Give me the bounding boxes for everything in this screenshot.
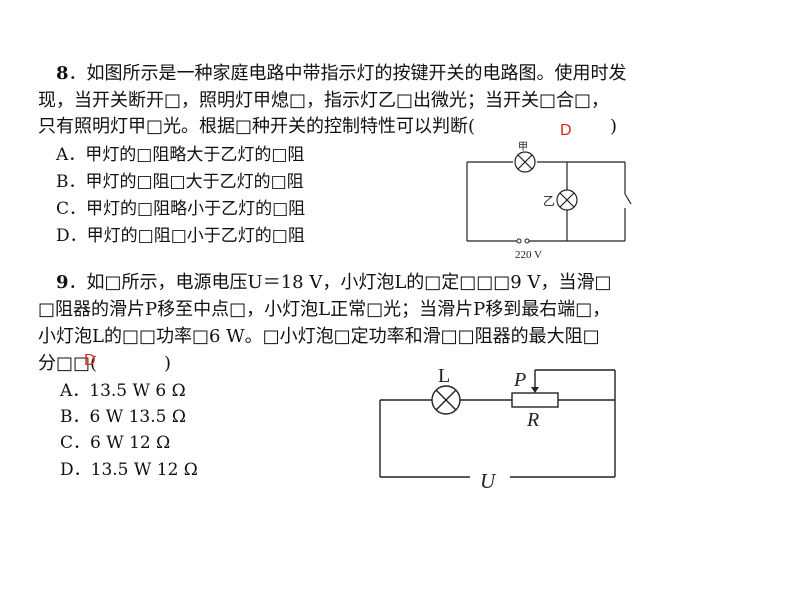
q9-option-c: C．6 W 12 Ω bbox=[60, 433, 171, 453]
q8-label-yi: 乙 bbox=[543, 194, 555, 208]
q8-option-b: B．甲灯的□阻□大于乙灯的□阻 bbox=[56, 172, 304, 192]
q9-text-1: ．如□所示，电源电压U＝18 V，小灯泡L的□定□□□9 V，当滑□ bbox=[68, 272, 612, 293]
q8-text-1: ．如图所示是一种家庭电路中带指示灯的按键开关的电路图。使用时发 bbox=[68, 63, 627, 84]
q9-line-1: 9．如□所示，电源电压U＝18 V，小灯泡L的□定□□□9 V，当滑□ bbox=[56, 272, 612, 294]
q9-circuit-diagram: L P R U bbox=[379, 365, 616, 493]
terminal-right-icon bbox=[524, 238, 530, 244]
q8-option-d: D．甲灯的□阻□小于乙灯的□阻 bbox=[56, 226, 305, 246]
q8-line-1: 8．如图所示是一种家庭电路中带指示灯的按键开关的电路图。使用时发 bbox=[56, 63, 627, 85]
q9-line-4: 分□□( bbox=[38, 353, 97, 375]
q8-answer: D bbox=[560, 122, 572, 139]
q8-paren-close: ) bbox=[610, 116, 618, 137]
q8-number: 8 bbox=[56, 63, 69, 84]
rheostat-resistor-icon bbox=[511, 392, 559, 408]
q9-number: 9 bbox=[56, 272, 69, 293]
q9-line-3: 小灯泡L的□□功率□6 W。□小灯泡□定功率和滑□□阻器的最大阻□ bbox=[38, 326, 600, 347]
q9-paren-close: ) bbox=[164, 353, 172, 374]
lamp-l-icon bbox=[431, 385, 461, 415]
q8-label-voltage: 220 V bbox=[515, 249, 542, 261]
q9-option-a: A．13.5 W 6 Ω bbox=[60, 381, 186, 401]
q9-answer: D bbox=[84, 352, 96, 369]
q8-circuit-diagram: 甲 乙 220 V bbox=[466, 142, 632, 261]
q9-option-d: D．13.5 W 12 Ω bbox=[60, 460, 198, 480]
q9-line-2: □阻器的滑片P移至中点□，小灯泡L正常□光；当滑片P移到最右端□， bbox=[38, 299, 611, 320]
q9-label-r: R bbox=[526, 409, 539, 431]
q8-option-a: A．甲灯的□阻略大于乙灯的□阻 bbox=[56, 145, 305, 165]
q9-label-p: P bbox=[513, 369, 526, 391]
terminal-left-icon bbox=[516, 238, 522, 244]
q9-text-4: 分□□( bbox=[38, 353, 98, 374]
q9-option-b: B．6 W 13.5 Ω bbox=[60, 407, 186, 427]
q8-text-3: 只有照明灯甲□光。根据□种开关的控制特性可以判断( bbox=[38, 116, 476, 137]
lamp-yi-icon bbox=[556, 189, 578, 211]
q9-label-u: U bbox=[480, 469, 497, 493]
q9-label-l: L bbox=[438, 365, 450, 387]
q8-option-c: C．甲灯的□阻略小于乙灯的□阻 bbox=[56, 199, 306, 219]
slider-arrow-icon bbox=[531, 387, 539, 393]
lamp-jia-icon bbox=[514, 151, 536, 173]
q8-line-2: 现，当开关断开□，照明灯甲熄□，指示灯乙□出微光；当开关□合□， bbox=[38, 90, 610, 111]
q8-label-jia: 甲 bbox=[518, 142, 528, 153]
q8-line-3: 只有照明灯甲□光。根据□种开关的控制特性可以判断( bbox=[38, 116, 475, 138]
